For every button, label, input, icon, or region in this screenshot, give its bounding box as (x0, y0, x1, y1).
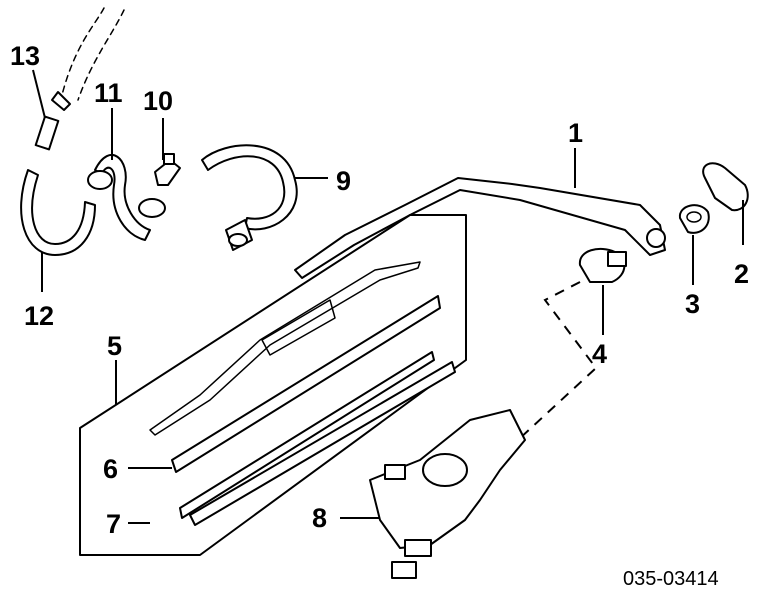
pivot-nut (678, 204, 710, 234)
callout-6: 6 (103, 454, 118, 484)
connector-part (154, 153, 181, 186)
leader-13 (32, 69, 46, 119)
callout-7: 7 (106, 509, 121, 539)
grommet (578, 247, 627, 283)
callout-9: 9 (336, 166, 351, 196)
washer-hose-loop (20, 169, 96, 256)
wiper-motor (369, 409, 526, 579)
hose-with-valve (87, 154, 166, 241)
callout-10: 10 (143, 86, 173, 116)
callout-13: 13 (10, 41, 40, 71)
callout-2: 2 (734, 259, 749, 289)
pivot-cap (702, 162, 749, 212)
blade-assembly-panel (79, 214, 467, 556)
diagram-code: 035-03414 (623, 568, 719, 590)
callout-1: 1 (568, 118, 583, 148)
wiper-arm (294, 177, 666, 279)
callout-11: 11 (94, 78, 123, 108)
callout-5: 5 (107, 331, 122, 361)
callout-12: 12 (24, 301, 54, 331)
grommet-dashed-guide (517, 281, 598, 441)
callout-4: 4 (592, 339, 607, 369)
callout-3: 3 (685, 289, 700, 319)
curved-hose-nozzle (201, 144, 298, 251)
washer-hose-upper (34, 7, 125, 151)
callout-8: 8 (312, 503, 327, 533)
